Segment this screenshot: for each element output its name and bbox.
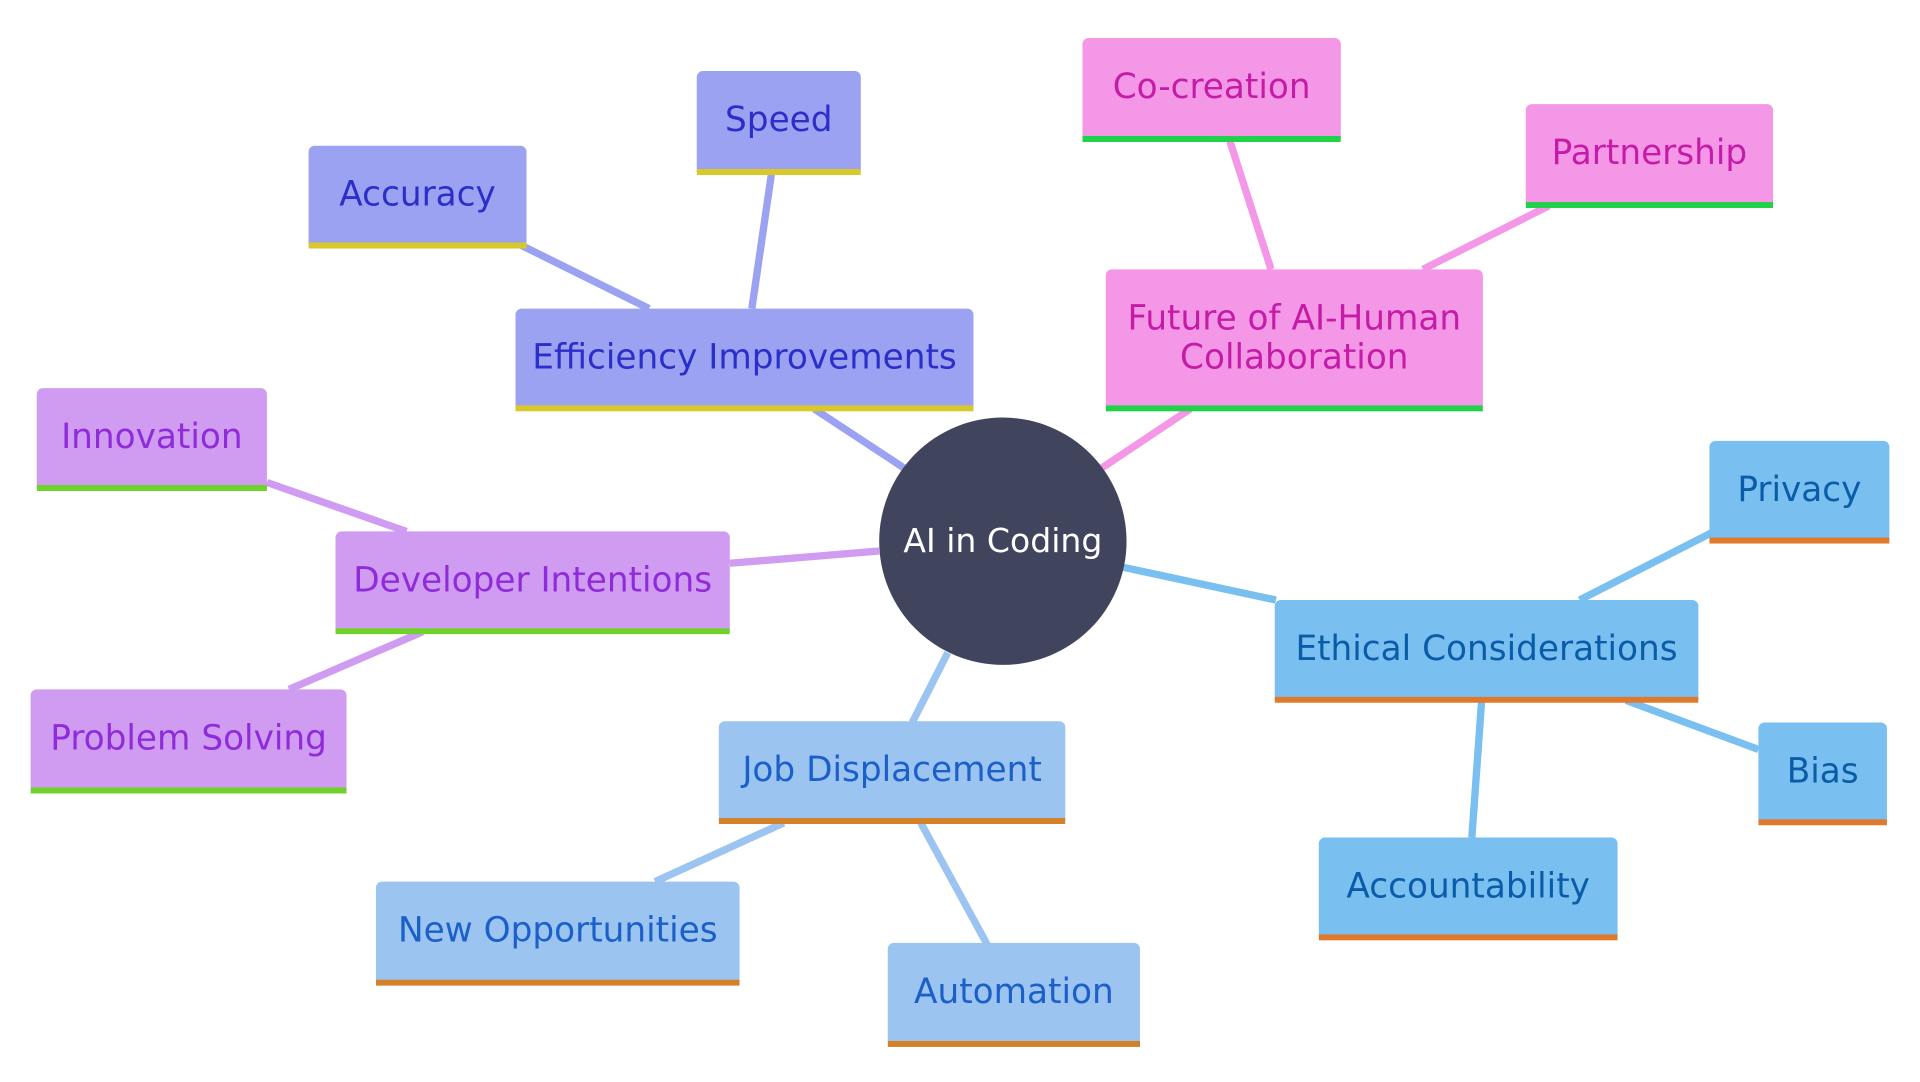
link-efficiency-speed (748, 173, 776, 310)
link-root-ethical (1120, 563, 1277, 604)
node-accountability-label: Accountability (1346, 865, 1590, 906)
link-efficiency-accuracy (518, 241, 651, 312)
node-bias[interactable]: Bias (1758, 722, 1887, 826)
node-co-creation[interactable]: Co-creation (1082, 37, 1341, 143)
node-speed[interactable]: Speed (696, 71, 861, 176)
link-job-new-opportunities (653, 819, 786, 885)
node-innovation[interactable]: Innovation (36, 388, 267, 492)
node-partnership[interactable]: Partnership (1525, 104, 1774, 209)
node-bias-label: Bias (1786, 750, 1859, 791)
node-accuracy[interactable]: Accuracy (308, 145, 527, 249)
link-developer-problem-solving (287, 628, 424, 693)
node-speed-label: Speed (725, 99, 833, 140)
link-root-job (908, 650, 952, 725)
node-new-opportunities-label: New Opportunities (397, 909, 718, 951)
link-ethical-accountability (1468, 700, 1486, 838)
node-ethical-considerations[interactable]: Ethical Considerations (1274, 600, 1699, 703)
node-accuracy-label: Accuracy (339, 173, 496, 214)
link-ethical-privacy (1577, 529, 1714, 604)
node-developer-intentions-label: Developer Intentions (353, 558, 713, 600)
node-privacy[interactable]: Privacy (1709, 440, 1890, 544)
node-accountability[interactable]: Accountability (1318, 837, 1618, 941)
node-job-displacement-label: Job Displacement (742, 748, 1042, 790)
link-job-automation (917, 821, 991, 946)
node-automation-label: Automation (914, 971, 1114, 1012)
node-automation[interactable]: Automation (887, 942, 1141, 1047)
link-future-cocreation (1225, 138, 1275, 271)
node-new-opportunities[interactable]: New Opportunities (375, 881, 740, 986)
link-root-efficiency (812, 405, 906, 471)
node-partnership-label: Partnership (1551, 132, 1748, 173)
link-root-developer (729, 547, 880, 567)
node-problem-solving[interactable]: Problem Solving (30, 689, 347, 794)
node-problem-solving-label: Problem Solving (50, 717, 327, 758)
node-efficiency-improvements[interactable]: Efficiency Improvements (515, 308, 974, 412)
root-node[interactable]: AI in Coding (879, 417, 1127, 665)
root-node-label: AI in Coding (903, 522, 1103, 561)
node-ethical-considerations-label: Ethical Considerations (1295, 627, 1678, 668)
node-future-collaboration[interactable]: Future of AI-Human Collaboration (1105, 269, 1483, 412)
node-job-displacement[interactable]: Job Displacement (718, 721, 1066, 825)
node-future-collaboration-label: Future of AI-Human Collaboration (1127, 296, 1462, 377)
node-innovation-label: Innovation (61, 415, 243, 457)
node-co-creation-label: Co-creation (1112, 66, 1311, 107)
link-ethical-bias (1624, 696, 1760, 753)
link-developer-innovation (265, 478, 408, 535)
link-future-partnership (1421, 202, 1551, 273)
node-efficiency-improvements-label: Efficiency Improvements (532, 336, 957, 377)
node-developer-intentions[interactable]: Developer Intentions (335, 531, 730, 635)
link-root-future (1100, 405, 1193, 471)
node-privacy-label: Privacy (1737, 468, 1862, 509)
